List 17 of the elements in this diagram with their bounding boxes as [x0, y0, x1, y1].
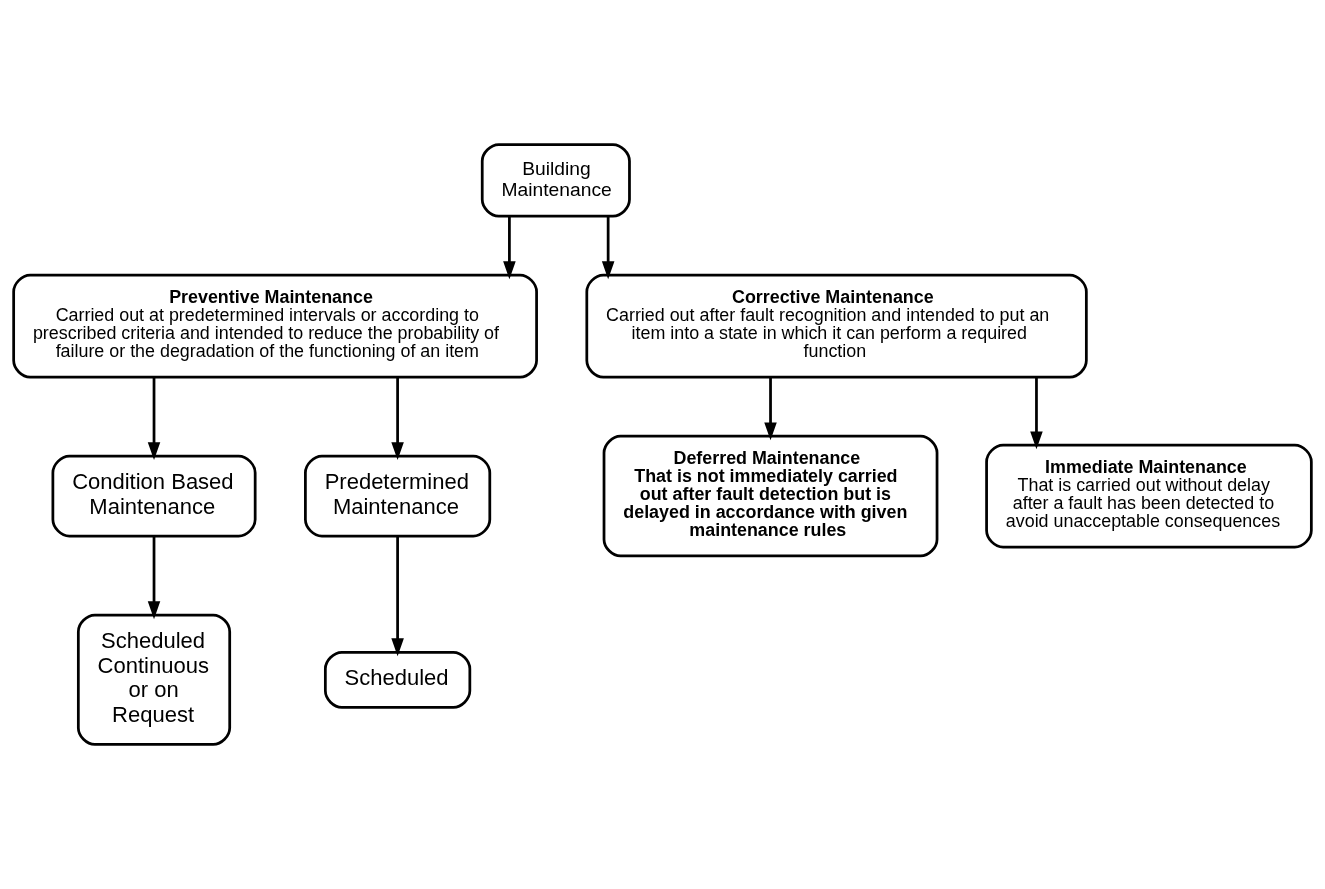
- arrow: [1030, 377, 1043, 450]
- node-box: Scheduled Continuous or on Request: [76, 613, 232, 746]
- arrow: [601, 216, 615, 280]
- arrow: [391, 536, 404, 657]
- node-box: Corrective Maintenance Carried out after fault recognition and intended to put an item into a state in which it can perform a required function: [585, 273, 1088, 379]
- node-box: Immediate Maintenance That is carried out without delay after a fault has been detected to avoid unacceptable consequences: [985, 443, 1313, 549]
- arrow: [147, 377, 161, 461]
- arrow: [391, 377, 404, 461]
- arrow: [503, 216, 516, 280]
- node-box: Building Maintenance: [480, 143, 631, 218]
- node-box: Condition Based Maintenance: [51, 454, 257, 538]
- node-box: Preventive Maintenance Carried out at predetermined intervals or according to prescribed criteria and intended to reduce the probability of failure or the degradation of the functioning of an item: [12, 273, 538, 379]
- arrow: [764, 377, 777, 441]
- arrow: [147, 536, 161, 620]
- node-box: Scheduled: [323, 650, 472, 709]
- node-box: Deferred Maintenance That is not immediately carried out after fault detection but is delayed in accordance with given maintenance rules: [602, 434, 939, 558]
- node-box: Predetermined Maintenance: [304, 454, 492, 538]
